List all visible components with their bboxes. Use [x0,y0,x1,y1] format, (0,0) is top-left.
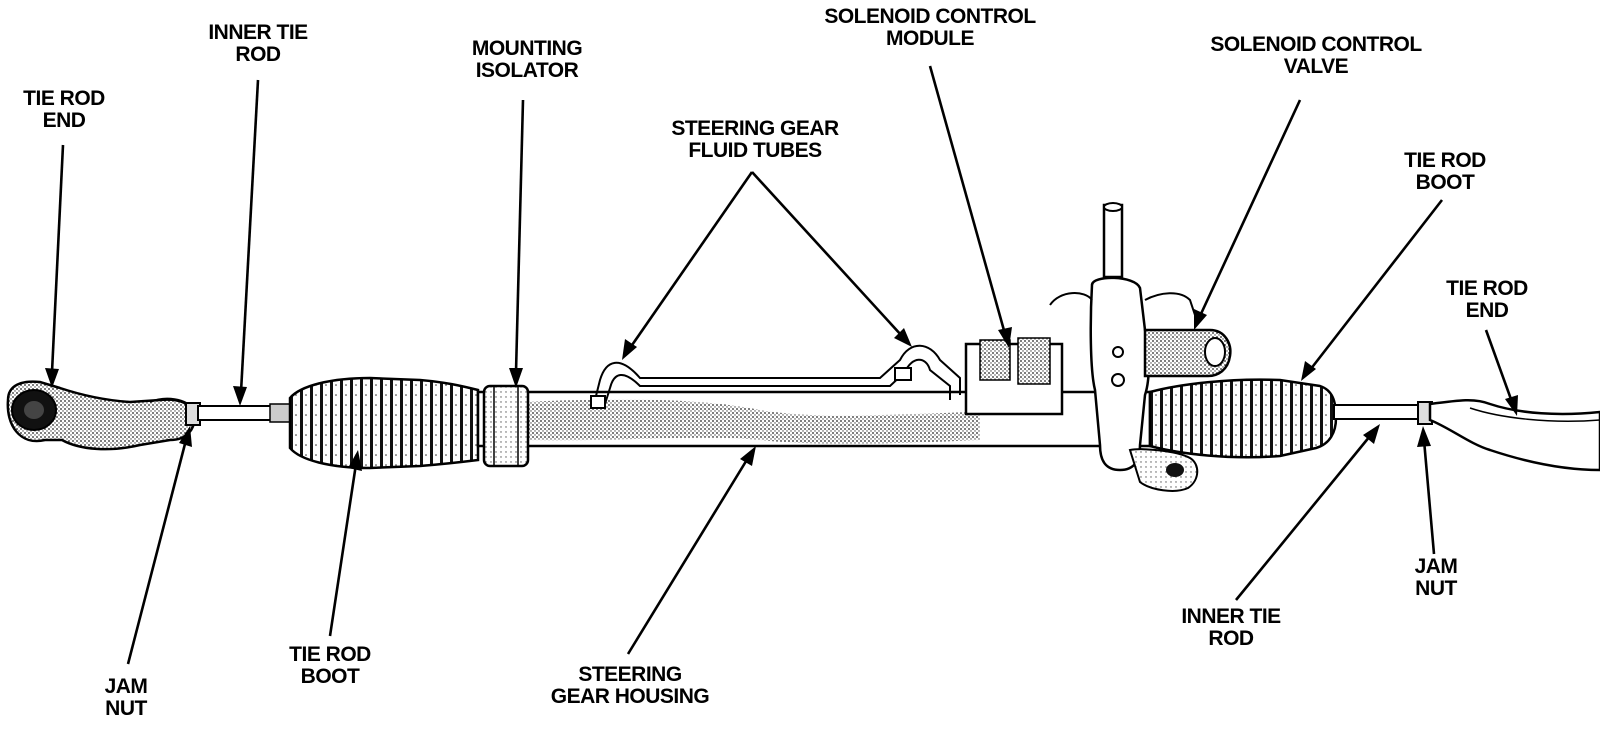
solenoid-control-valve-part [1143,292,1232,378]
leader-lines [45,65,1518,665]
solenoid-control-module-part [964,292,1093,416]
tie-rod-end-left-part [6,380,196,451]
tie-rod-boot-right-part [1148,378,1338,459]
fluid-tubes-part [590,344,961,409]
inner-tie-rod-left-part [197,403,291,423]
valve-housing-part [1089,202,1199,492]
tie-rod-boot-left-part [288,376,480,470]
mounting-isolator-part [482,384,530,468]
inner-tie-rod-right-part [1333,404,1425,420]
